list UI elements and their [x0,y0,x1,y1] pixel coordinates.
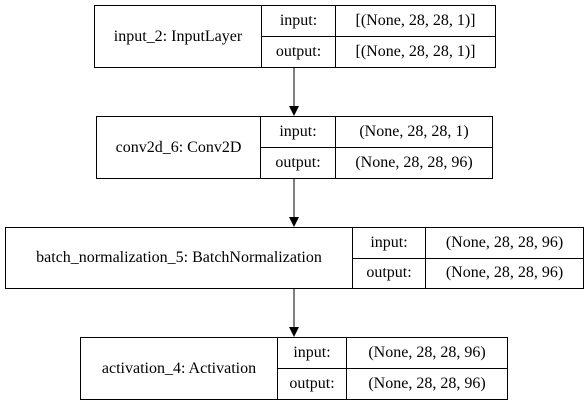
output-label: output: [289,375,335,392]
input-shape: [(None, 28, 28, 1)] [336,6,495,37]
input-label: input: [278,338,346,369]
layer-node-batchnorm: batch_normalization_5: BatchNormalizatio… [5,227,584,289]
output-shape: (None, 28, 28, 96) [368,375,486,392]
output-shape: (None, 28, 28, 96) [355,154,473,171]
input-shape: (None, 28, 28, 1) [336,117,492,148]
output-shape: [(None, 28, 28, 1)] [355,43,476,60]
input-shape: (None, 28, 28, 96) [347,338,507,369]
input-label: input: [261,117,335,148]
layer-name: activation_4: Activation [81,338,278,399]
output-label: output: [366,264,412,282]
output-label: output: [275,43,322,60]
input-label: input: [353,228,425,259]
output-label: output: [275,154,321,171]
layer-name: input_2: InputLayer [95,6,262,67]
input-label: input: [262,6,335,37]
input-shape: (None, 28, 28, 96) [426,228,583,259]
layer-node-conv2d: conv2d_6: Conv2D input: output: (None, 2… [96,116,493,179]
layer-name: conv2d_6: Conv2D [97,117,261,178]
layer-node-activation: activation_4: Activation input: output: … [80,337,508,400]
layer-node-input: input_2: InputLayer input: output: [(Non… [94,5,496,68]
layer-name: batch_normalization_5: BatchNormalizatio… [6,228,353,288]
output-shape: (None, 28, 28, 96) [445,264,564,282]
